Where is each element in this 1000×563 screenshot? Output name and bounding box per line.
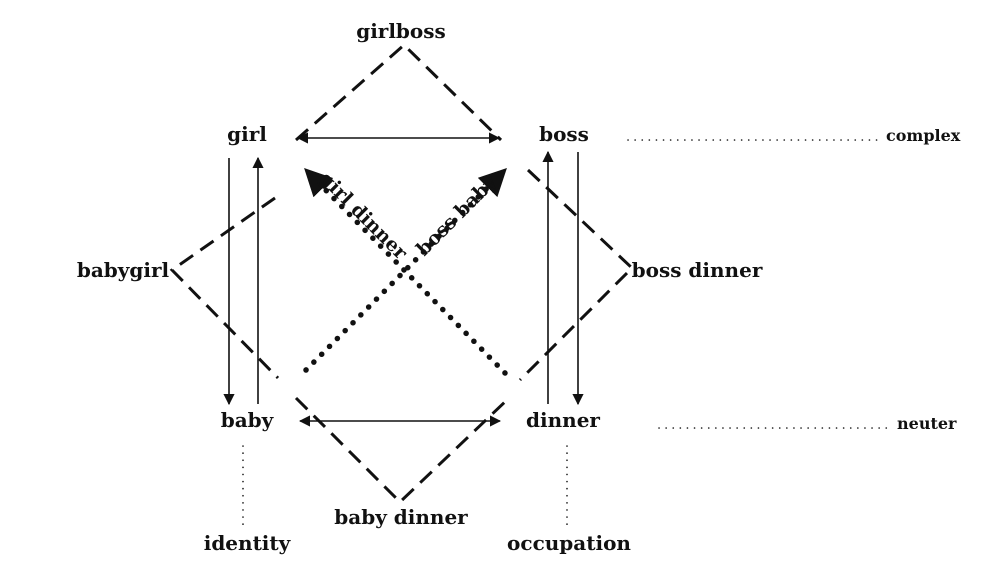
girl-dinner-label: girl dinner <box>315 167 412 264</box>
girl-label: girl <box>227 122 267 146</box>
boss-baby-label: boss baby <box>412 171 502 261</box>
baby-dinner-dashed-chevron <box>294 396 511 505</box>
girl-dinner-dotted-arrow <box>303 167 508 376</box>
baby-label: baby <box>221 408 275 432</box>
complex-label: complex <box>886 126 961 145</box>
neuter-label: neuter <box>897 414 957 433</box>
boss-baby-dotted-arrow <box>303 167 508 373</box>
occupation-label: occupation <box>507 531 631 555</box>
babygirl-dashed-chevron <box>169 196 280 380</box>
dinner-label: dinner <box>526 408 600 432</box>
girlboss-dashed-chevron <box>295 42 503 142</box>
girlboss-label: girlboss <box>356 19 446 43</box>
boss-label: boss <box>539 122 589 146</box>
boss-dinner-label: boss dinner <box>632 258 763 282</box>
babygirl-label: babygirl <box>77 258 170 282</box>
boss-dinner-dashed-chevron <box>518 168 635 382</box>
identity-label: identity <box>204 531 292 555</box>
baby-dinner-label: baby dinner <box>334 505 468 529</box>
